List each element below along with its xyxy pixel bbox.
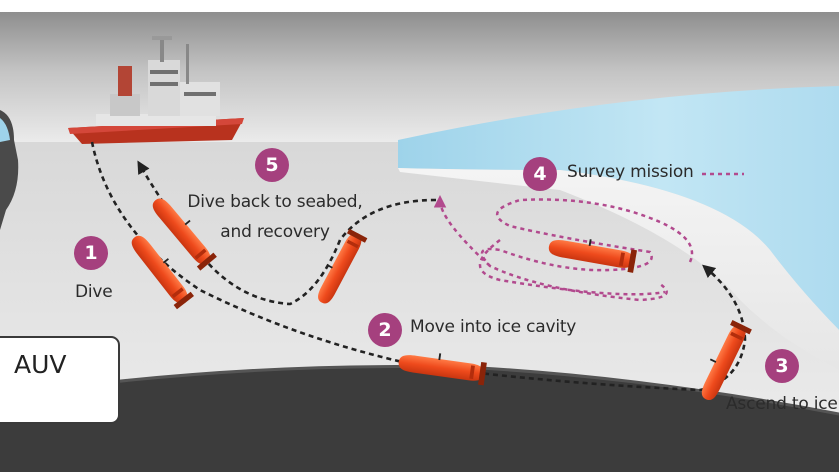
legend-title: AUV	[14, 350, 67, 379]
legend-box	[0, 336, 120, 424]
ice-cavity	[398, 168, 839, 370]
legend-vehicle-marking: Ran	[48, 399, 61, 407]
step-2-badge: 2	[368, 313, 402, 347]
ice-shelf	[398, 86, 839, 330]
step-3-label: Ascend to ice	[726, 394, 838, 414]
step-5-badge: 5	[255, 148, 289, 182]
step-1-label: Dive	[75, 282, 113, 302]
survey-pattern	[480, 198, 694, 302]
seabed	[0, 366, 839, 472]
recovery-path	[137, 160, 437, 306]
left-ice-top	[0, 118, 10, 142]
ascend-path	[702, 264, 747, 341]
step-4-badge: 4	[523, 157, 557, 191]
step-5-label-line1: Dive back to seabed,	[187, 192, 363, 212]
step-2-label: Move into ice cavity	[410, 317, 577, 337]
step-5-label-line2: and recovery	[220, 222, 330, 242]
research-ship	[68, 36, 244, 144]
step-4-label: Survey mission	[567, 162, 694, 182]
step-1-badge: 1	[74, 236, 108, 270]
step-3-badge: 3	[765, 349, 799, 383]
